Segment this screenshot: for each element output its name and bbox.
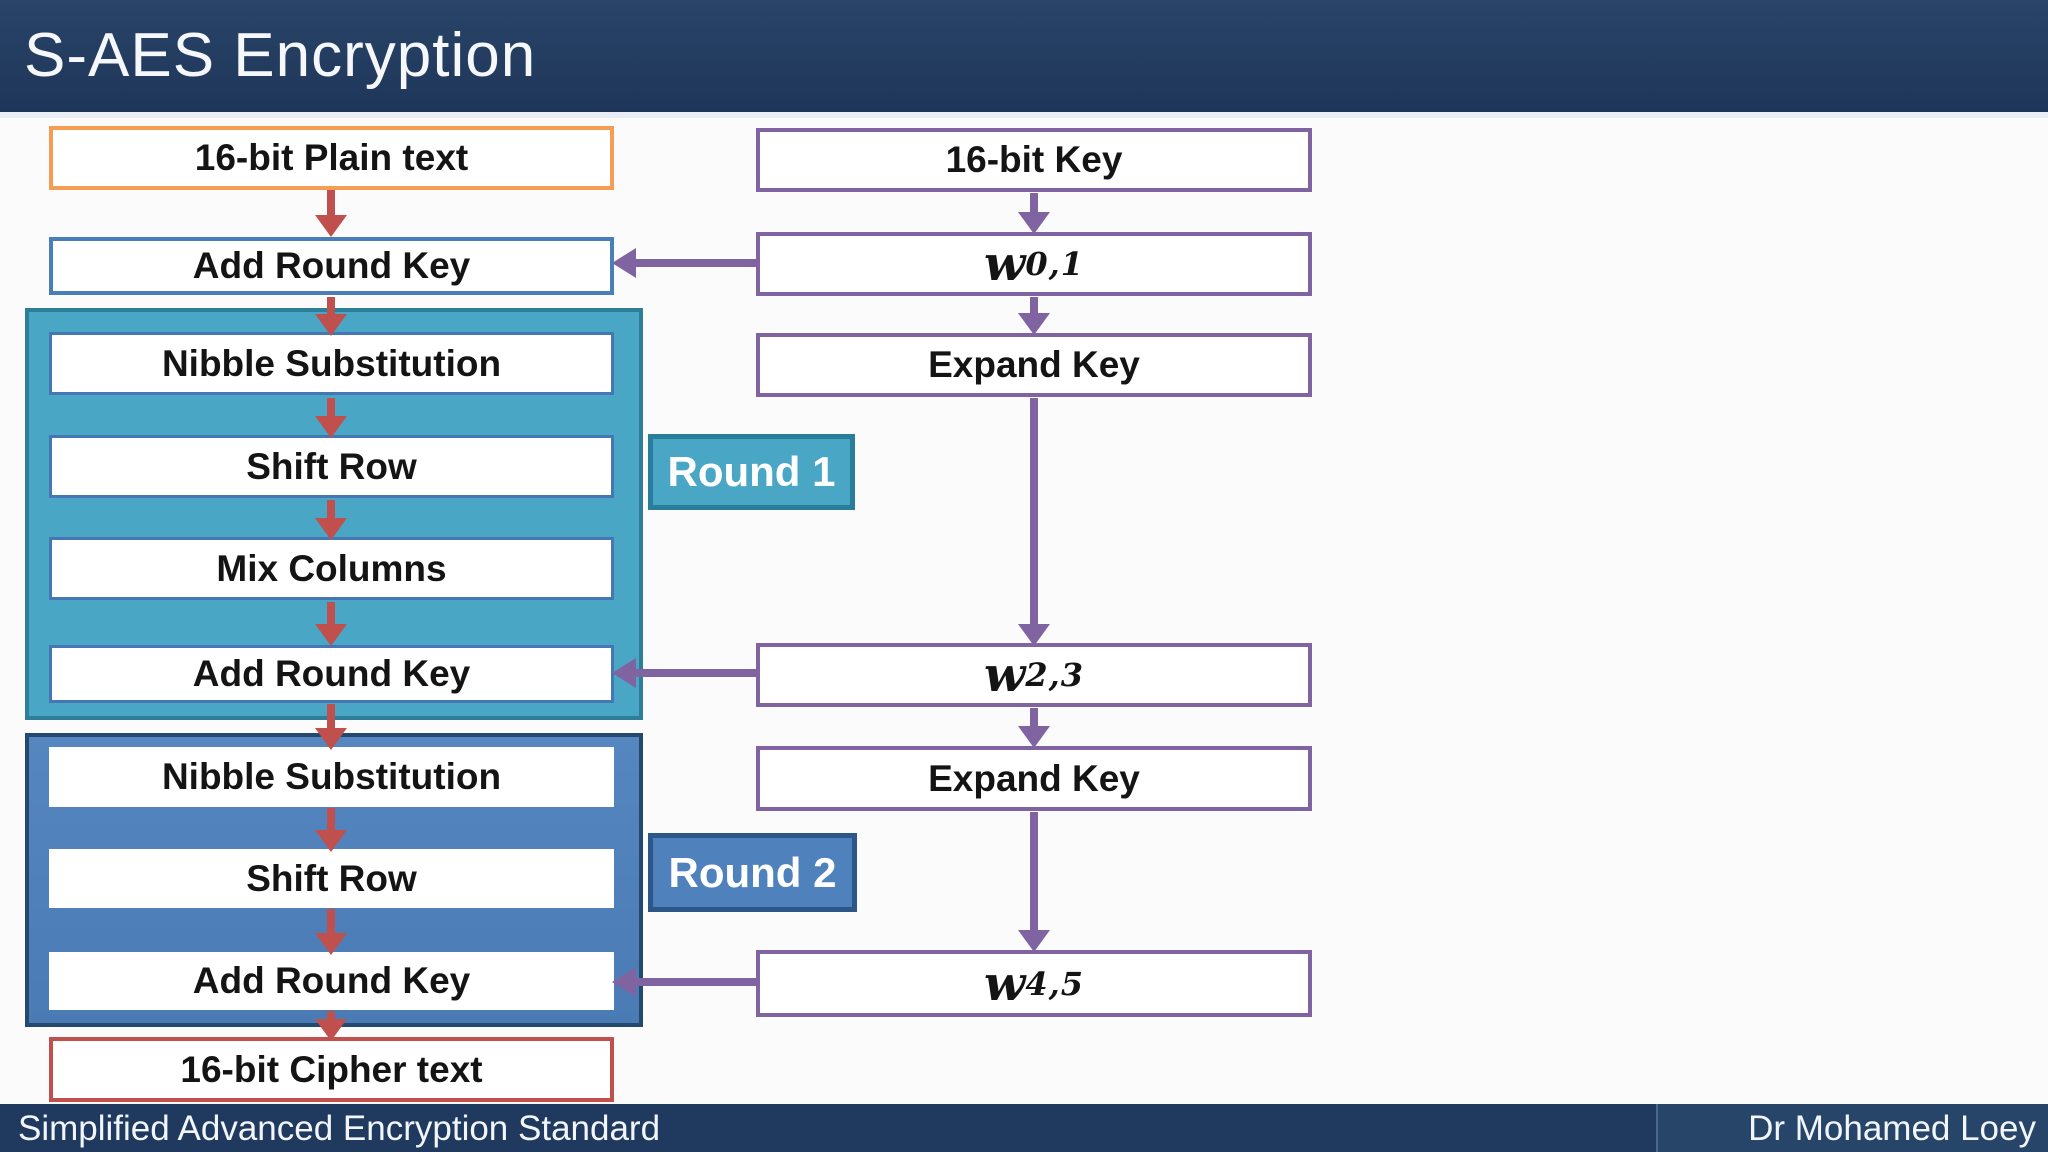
footer-author-panel: Dr Mohamed Loey	[1656, 1104, 2048, 1152]
w23-base: w	[984, 647, 1026, 703]
plaintext-box: 16-bit Plain text	[49, 126, 614, 190]
footer-author: Dr Mohamed Loey	[1748, 1109, 2036, 1148]
flow-arrow-down-icon	[315, 500, 347, 540]
expand-key-box-1: Expand Key	[756, 333, 1312, 397]
roundkey-arrow-left-icon	[612, 658, 756, 688]
w23-subscript: 2,3	[1025, 656, 1084, 694]
w01-base: w	[984, 236, 1026, 292]
ciphertext-box: 16-bit Cipher text	[49, 1037, 614, 1102]
round1-label: Round 1	[648, 434, 855, 510]
flow-arrow-down-icon	[315, 602, 347, 646]
round1-step-add-round-key: Add Round Key	[49, 645, 614, 703]
key-arrow-down-icon	[1018, 297, 1050, 335]
key-arrow-down-icon	[1018, 812, 1050, 952]
key-arrow-down-icon	[1018, 708, 1050, 748]
round2-label: Round 2	[648, 833, 857, 912]
round1-step-nibble-substitution: Nibble Substitution	[49, 332, 614, 395]
round2-step-shift-row: Shift Row	[49, 849, 614, 908]
w45-base: w	[984, 955, 1026, 1012]
w45-subscript: 4,5	[1025, 964, 1084, 1003]
key-arrow-down-icon	[1018, 398, 1050, 646]
flow-arrow-down-icon	[315, 909, 347, 955]
round1-step-mix-columns: Mix Columns	[49, 537, 614, 600]
flow-arrow-down-icon	[315, 704, 347, 750]
slide-footer-bar: Simplified Advanced Encryption Standard …	[0, 1104, 2048, 1152]
expand-key-box-2: Expand Key	[756, 746, 1312, 811]
key-arrow-down-icon	[1018, 193, 1050, 234]
round2-step-add-round-key: Add Round Key	[49, 952, 614, 1010]
roundkey-arrow-left-icon	[612, 967, 756, 997]
flow-arrow-down-icon	[315, 398, 347, 438]
round2-step-nibble-substitution: Nibble Substitution	[49, 747, 614, 807]
flow-arrow-down-icon	[315, 190, 347, 237]
roundkey-arrow-left-icon	[612, 248, 756, 278]
round1-step-shift-row: Shift Row	[49, 435, 614, 498]
w01-subscript: 0,1	[1025, 245, 1084, 283]
add-round-key-box-initial: Add Round Key	[49, 237, 614, 295]
footer-subtitle: Simplified Advanced Encryption Standard	[18, 1109, 661, 1148]
slide-title: S-AES Encryption	[24, 21, 537, 90]
flow-arrow-down-icon	[315, 808, 347, 852]
key-box: 16-bit Key	[756, 128, 1312, 192]
flow-arrow-down-icon	[315, 297, 347, 336]
flow-arrow-down-icon	[315, 1011, 347, 1041]
slide-header-bar	[0, 0, 2048, 112]
header-divider	[0, 112, 2048, 118]
